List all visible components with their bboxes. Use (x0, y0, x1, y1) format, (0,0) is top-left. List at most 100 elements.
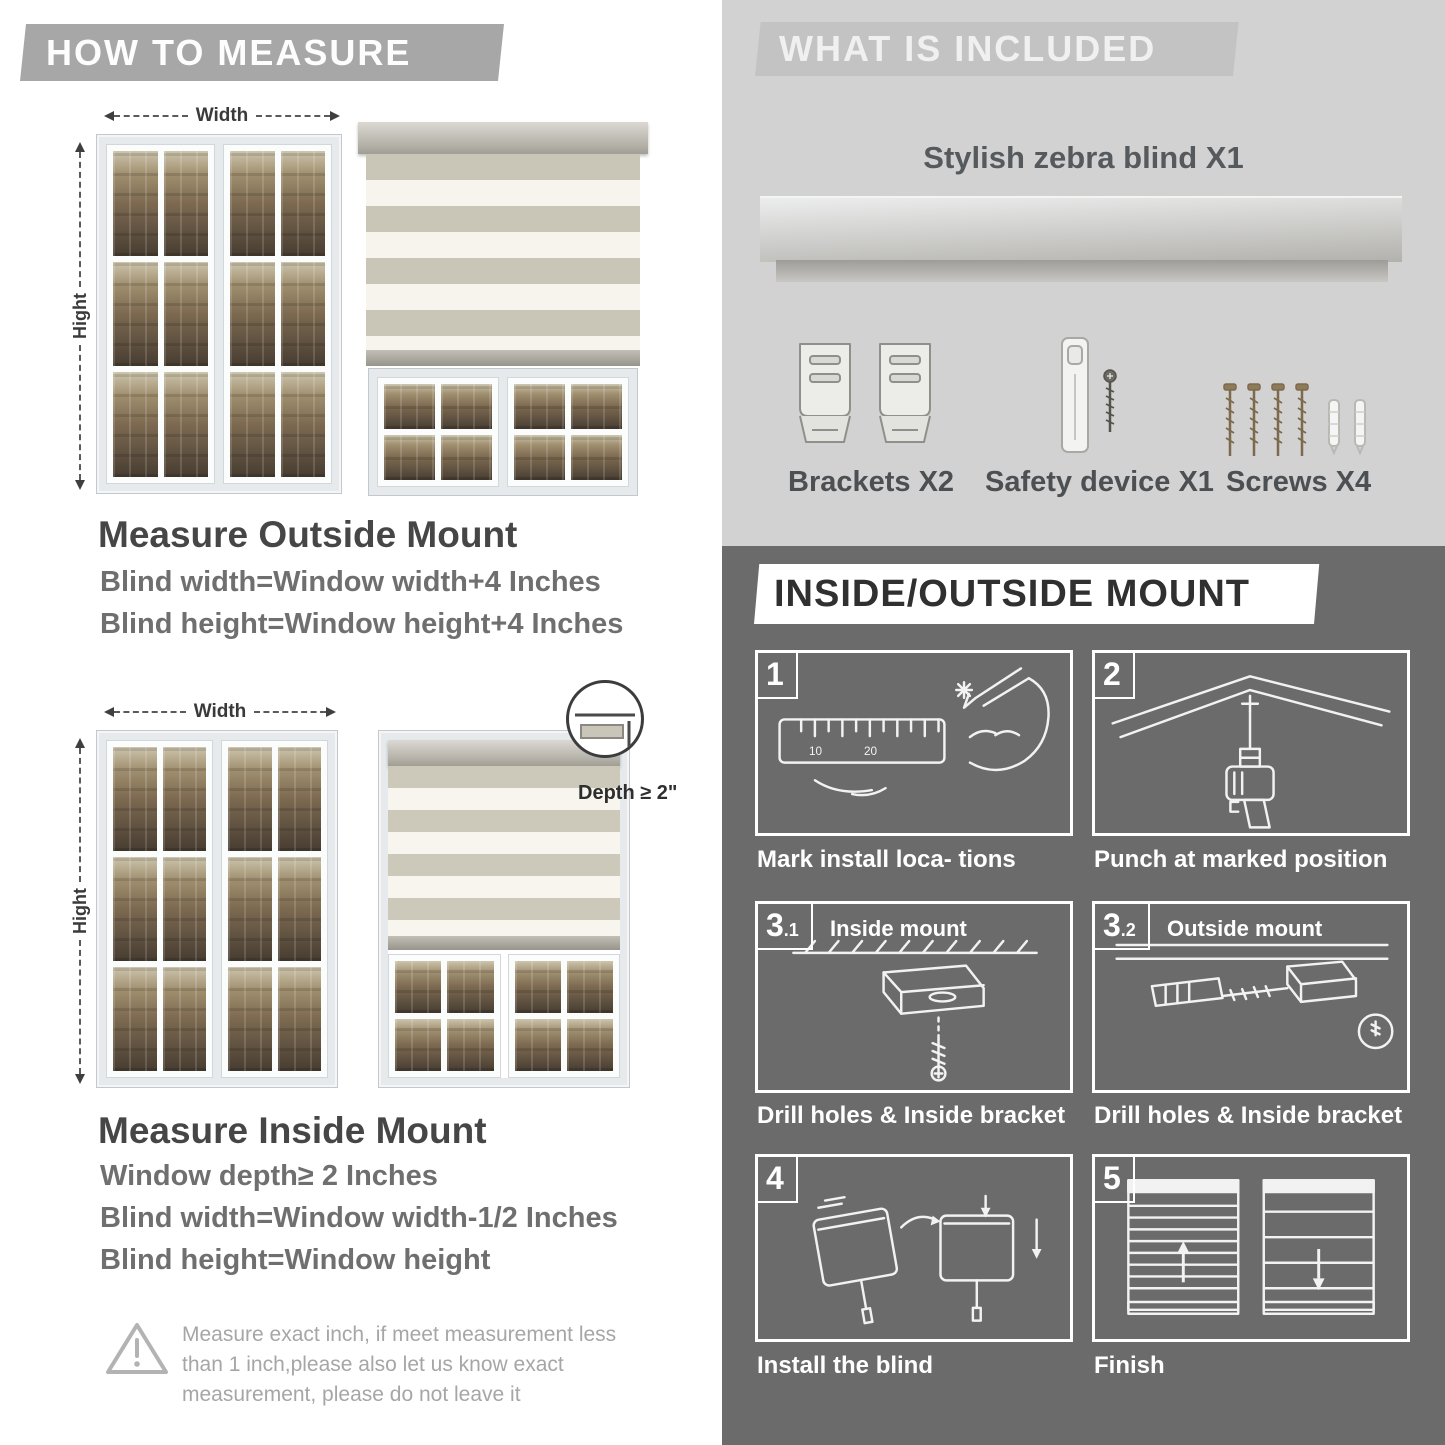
inside-height-formula: Blind height=Window height (100, 1244, 491, 1276)
warning-line-3: measurement, please do not leave it (182, 1383, 521, 1406)
window-pane (230, 261, 275, 367)
arrow-up-icon (75, 738, 85, 748)
blind-bottom-rail (388, 936, 620, 950)
window-pane (384, 435, 435, 480)
window-sash (223, 144, 332, 484)
step-panel-3-1: 3.1 Inside mount (755, 901, 1073, 1093)
arrow-right-icon (330, 111, 340, 121)
safety-screw-icon (1103, 369, 1117, 432)
window-pane (280, 261, 325, 367)
how-to-measure-header-bar: HOW TO MEASURE (20, 24, 498, 81)
outside-bracket-drill-icon (1115, 943, 1394, 1050)
window-under-blind (368, 368, 638, 496)
frame-corner-icon (575, 713, 635, 753)
zebra-blind-inside-figure (378, 730, 630, 1088)
height-label: Hight (69, 888, 90, 934)
install-blind-icon (812, 1194, 1042, 1325)
window-pane (113, 372, 158, 477)
step-number: 3.2 (1095, 904, 1150, 950)
blind-bottom-rail (366, 350, 640, 366)
inside-width-formula: Blind width=Window width-1/2 Inches (100, 1202, 618, 1234)
step-caption-5: Finish (1094, 1352, 1165, 1379)
screw-icon (1247, 383, 1261, 456)
zebra-stripes (366, 154, 640, 350)
step-subtitle: Outside mount (1167, 916, 1323, 941)
finished-blinds-icon (1127, 1179, 1375, 1315)
blind-cassette (358, 122, 648, 154)
ruler-pencil-icon: 10 20 (778, 667, 1050, 797)
window-pane (280, 151, 325, 256)
mount-title: INSIDE/OUTSIDE MOUNT (774, 573, 1251, 615)
step-number: 2 (1095, 653, 1135, 699)
safety-device-icon (1061, 337, 1089, 453)
window-sash (377, 377, 499, 487)
outside-width-formula: Blind width=Window width+4 Inches (100, 566, 601, 598)
what-is-included-title: WHAT IS INCLUDED (779, 28, 1157, 69)
step-number: 1 (758, 653, 798, 699)
step-panel-3-2: 3.2 Outside mount (1092, 901, 1410, 1093)
safety-device-label: Safety device X1 (985, 466, 1214, 498)
screws-label: Screws X4 (1226, 466, 1372, 498)
step-panel-2: 2 (1092, 650, 1410, 836)
window-pane (514, 435, 565, 480)
window-sash (507, 954, 620, 1078)
step-panel-5: 5 (1092, 1154, 1410, 1342)
screw-icon (1295, 383, 1309, 456)
window-pane (514, 961, 561, 1013)
window-pane (163, 372, 208, 477)
height-label: Hight (69, 293, 90, 339)
blind-headrail-lip (776, 260, 1388, 282)
window-sash (106, 740, 213, 1078)
window-pane (441, 435, 492, 480)
screw-icon (1271, 383, 1285, 456)
window-pane (228, 857, 272, 961)
wall-anchor-icon (1328, 399, 1340, 456)
blind-headrail-illustration (760, 196, 1402, 262)
warning-triangle-icon (106, 1323, 168, 1374)
window-pane (280, 372, 325, 477)
step-panel-4: 4 (755, 1154, 1073, 1342)
height-arrow-inside: Hight (69, 738, 90, 1085)
window-pane (162, 747, 206, 851)
warning-text: Measure exact inch, if meet measurement … (182, 1320, 652, 1410)
window-pane (571, 384, 622, 429)
window-pane (228, 747, 272, 851)
window-pane (277, 857, 321, 961)
arrow-left-icon (104, 707, 114, 717)
window-pane (447, 1019, 494, 1071)
bracket-icon (799, 343, 851, 443)
warning-line-1: Measure exact inch, if meet measurement … (182, 1323, 617, 1346)
window-pane (230, 151, 275, 256)
step-caption-2: Punch at marked position (1094, 846, 1388, 873)
mount-header-bar: INSIDE/OUTSIDE MOUNT (754, 564, 1314, 624)
how-to-measure-title: HOW TO MEASURE (46, 32, 412, 73)
outside-height-formula: Blind height=Window height+4 Inches (100, 608, 624, 640)
outside-mount-title: Measure Outside Mount (98, 514, 518, 555)
window-pane (163, 151, 208, 256)
arrow-up-icon (75, 142, 85, 152)
inside-bracket-screw-icon (792, 939, 1038, 1082)
drill-icon (1111, 675, 1391, 829)
arrow-right-icon (326, 707, 336, 717)
width-arrow-inside: Width (104, 701, 336, 722)
depth-callout-circle (566, 680, 644, 758)
window-pane (441, 384, 492, 429)
window-sash (388, 954, 501, 1078)
window-pane (571, 435, 622, 480)
arrow-down-icon (75, 480, 85, 491)
zebra-blind-outside-figure (358, 122, 648, 496)
step-caption-3-2: Drill holes & Inside bracket (1094, 1102, 1403, 1129)
step-number: 5 (1095, 1157, 1135, 1203)
window-pane (514, 1019, 561, 1071)
svg-text:20: 20 (864, 745, 878, 758)
warning-line-2: than 1 inch,please also let us know exac… (182, 1353, 564, 1376)
window-pane (113, 857, 157, 961)
window-pane (113, 967, 157, 1071)
brackets-label: Brackets X2 (788, 466, 955, 498)
step-number: 3.1 (758, 904, 813, 950)
window-pane (566, 961, 613, 1013)
height-arrow-outside: Hight (69, 142, 90, 491)
window-pane (514, 384, 565, 429)
step-panel-1: 1 10 20 (755, 650, 1073, 836)
